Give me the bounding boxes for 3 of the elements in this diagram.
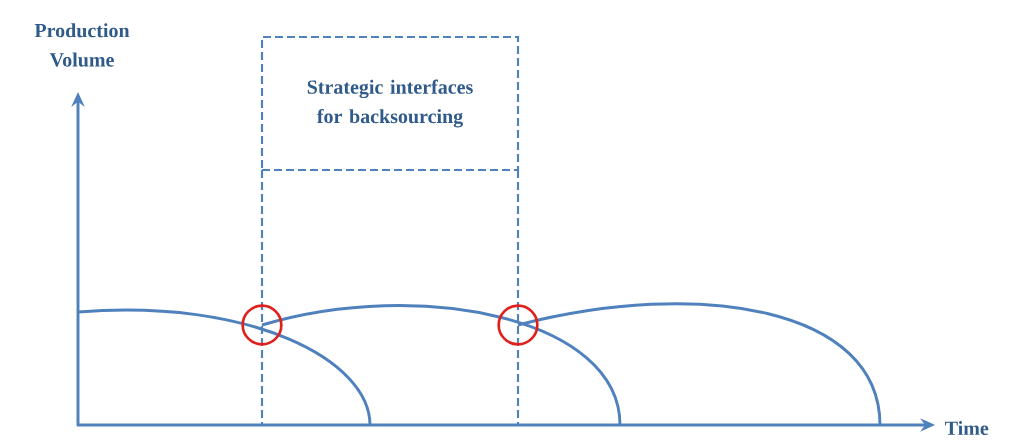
axis-label: Time [945,420,989,435]
dashed-box: Strategic interfaces for backsourcing [260,35,520,172]
axis-label: Production Volume [34,23,130,67]
